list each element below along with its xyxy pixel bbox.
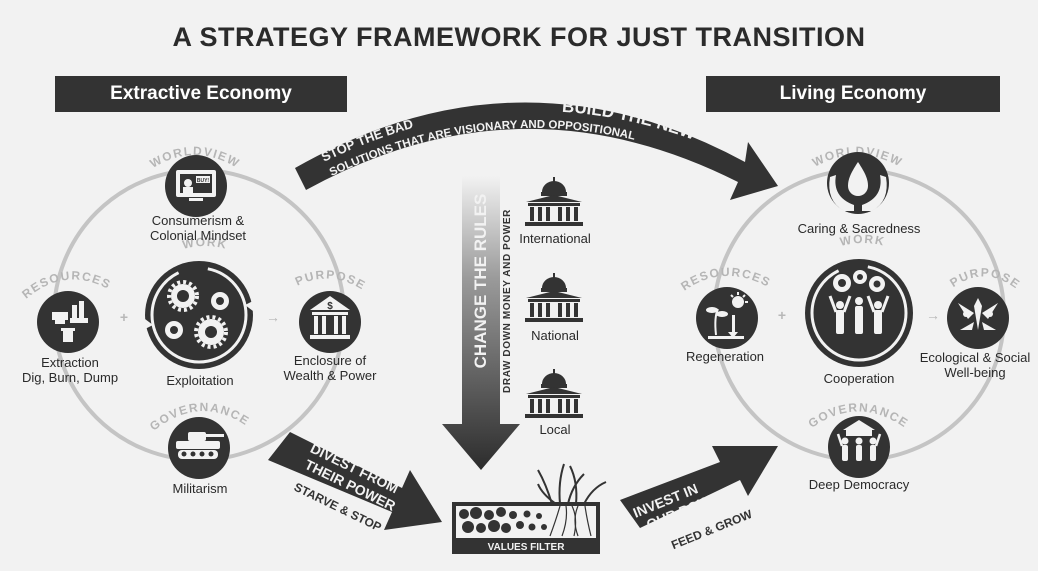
level-local: Local xyxy=(539,422,571,437)
invest-arrow xyxy=(620,446,778,528)
extractive-economy-header: Extractive Economy xyxy=(55,76,347,112)
living-purpose-line2: Well-being xyxy=(944,365,1006,380)
extractive-resources-line1: Extraction xyxy=(41,355,99,370)
extractive-purpose-tag: PURPOSE xyxy=(293,267,369,292)
page-title: A STRATEGY FRAMEWORK FOR JUST TRANSITION xyxy=(172,22,866,52)
extractive-worldview-line2: Colonial Mindset xyxy=(149,228,247,243)
extractive-arrow-connector: → xyxy=(266,309,280,325)
ecological-wellbeing-icon xyxy=(947,287,1009,349)
tv-screen-text: BUY! xyxy=(197,178,210,184)
level-international: International xyxy=(519,231,591,246)
tank-icon xyxy=(168,417,230,479)
living-work-label: Cooperation xyxy=(823,371,895,386)
exploitation-gears-icon xyxy=(145,261,253,369)
living-economy-header: Living Economy xyxy=(706,76,1000,112)
living-purpose-label: Ecological & Social Well-being xyxy=(914,350,1036,380)
capitol-international-icon xyxy=(525,177,583,226)
change-the-rules-arrow xyxy=(442,176,520,470)
stop-bad-build-new-arrow xyxy=(295,102,778,200)
hands-water-drop-icon xyxy=(827,152,889,214)
extractive-worldview-line1: Consumerism & xyxy=(151,213,245,228)
living-purpose-tag: PURPOSE xyxy=(947,265,1023,291)
svg-text:$: $ xyxy=(327,301,333,312)
divest-arrow xyxy=(268,432,442,530)
extraction-icon xyxy=(37,291,99,353)
living-work-tag: WORK xyxy=(839,232,887,249)
values-filter-icon xyxy=(452,463,607,554)
living-purpose-line1: Ecological & Social xyxy=(919,350,1031,365)
extractive-plus-connector: + xyxy=(120,309,128,325)
deep-democracy-house-people-icon xyxy=(828,416,890,478)
living-arrow-connector: → xyxy=(926,307,940,323)
living-governance-label: Deep Democracy xyxy=(808,477,910,492)
tv-buy-icon: BUY! xyxy=(165,155,227,217)
extractive-resources-label: Extraction Dig, Burn, Dump xyxy=(18,355,122,385)
extractive-purpose-line2: Wealth & Power xyxy=(283,368,377,383)
capitol-local-icon xyxy=(525,369,583,418)
extractive-purpose-label: Enclosure of Wealth & Power xyxy=(276,353,384,383)
extractive-work-tag: WORK xyxy=(181,235,229,252)
living-plus-connector: + xyxy=(778,307,786,323)
living-worldview-label: Caring & Sacredness xyxy=(797,221,921,236)
bank-dollar-icon: $ xyxy=(299,291,361,353)
regeneration-sprout-icon xyxy=(696,287,758,349)
extractive-worldview-label: Consumerism & Colonial Mindset xyxy=(136,213,260,243)
change-the-rules-title: CHANGE THE RULES xyxy=(471,193,490,369)
values-filter-label: VALUES FILTER xyxy=(488,542,566,553)
extractive-purpose-line1: Enclosure of xyxy=(293,353,367,368)
extractive-governance-label: Militarism xyxy=(172,481,228,496)
extractive-resources-line2: Dig, Burn, Dump xyxy=(21,370,119,385)
living-resources-label: Regeneration xyxy=(685,349,765,364)
capitol-national-icon xyxy=(525,273,583,322)
cooperation-people-gears-icon xyxy=(805,259,913,367)
level-national: National xyxy=(531,328,579,343)
extractive-work-label: Exploitation xyxy=(166,373,234,388)
change-the-rules-subtitle: DRAW DOWN MONEY AND POWER xyxy=(502,209,513,393)
